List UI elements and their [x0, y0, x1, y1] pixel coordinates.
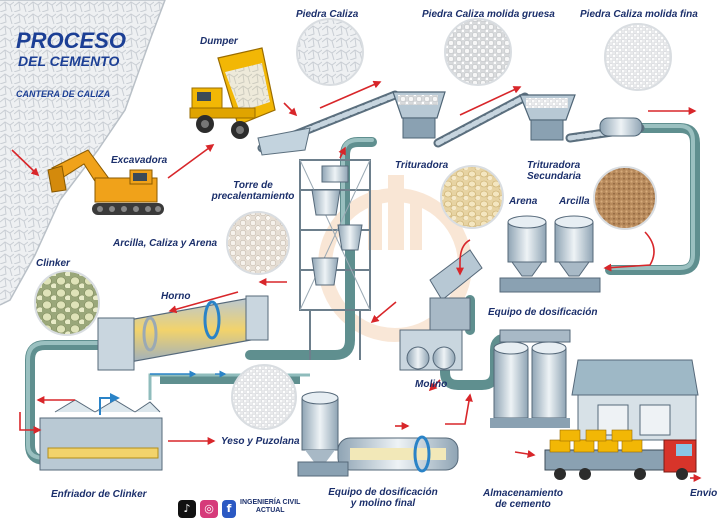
clinker-inset: [34, 270, 100, 336]
tower-label: Torre de precalentamiento: [208, 180, 298, 202]
instagram-icon[interactable]: ◎: [200, 500, 218, 518]
preheater-tower: [299, 159, 371, 360]
gypsum-inset: [231, 364, 297, 430]
clay-inset: [593, 166, 657, 230]
clinker-cooler: [39, 393, 163, 471]
warehouse: [571, 359, 699, 441]
dosing-silos: [499, 215, 601, 293]
facebook-icon[interactable]: f: [222, 500, 236, 518]
storage-line2: de cemento: [495, 499, 551, 510]
flow-arrows: [11, 80, 702, 482]
clinker-label: Clinker: [36, 258, 70, 269]
storage-label: Almacenamiento de cemento: [478, 488, 568, 510]
excavator-label: Excavadora: [111, 155, 168, 166]
final-mill-line1: Equipo de dosificación: [328, 487, 438, 498]
final-mill-line2: y molino final: [350, 498, 416, 509]
raw-mill: [399, 249, 483, 371]
tower-label-line2: precalentamiento: [211, 191, 295, 202]
coarse-stone-inset: [444, 18, 512, 86]
diagram-title-line1: PROCESO: [16, 28, 127, 53]
brand-name: INGENIERÍA CIVIL ACTUAL: [240, 499, 300, 515]
kiln-label: Horno: [161, 291, 191, 302]
crusher-primary: [392, 91, 446, 139]
shipping-label: Envio: [690, 488, 718, 499]
coarse-stone-label: Piedra Caliza molida gruesa: [422, 9, 555, 20]
brand-line2: ACTUAL: [255, 507, 285, 514]
excavator: [47, 149, 164, 215]
diagram-title-line2: DEL CEMENTO: [18, 53, 120, 69]
mill-label: Molino: [415, 379, 448, 390]
fine-stone-label: Piedra Caliza molida fina: [580, 9, 698, 20]
storage-line1: Almacenamiento: [482, 488, 564, 499]
dosing-label: Equipo de dosificación: [488, 307, 598, 318]
fine-stone-bin: [599, 117, 643, 137]
delivery-truck: [544, 429, 697, 480]
raw-mix-inset: [226, 211, 290, 275]
clay-label: Arcilla: [559, 196, 590, 207]
secondary-crusher-line1: Trituradora: [527, 160, 581, 171]
limestone-inset: [296, 18, 364, 86]
rotary-kiln: [97, 295, 269, 371]
crusher-label: Trituradora: [395, 160, 449, 171]
raw-mix-label: Arcilla, Caliza y Arena: [113, 238, 218, 249]
sand-inset: [440, 165, 504, 229]
quarry-label: CANTERA DE CALIZA: [16, 89, 111, 99]
brand-line1: INGENIERÍA CIVIL: [240, 499, 301, 506]
final-mill: [297, 391, 459, 477]
conveyors: [257, 90, 645, 156]
secondary-crusher-line2: Secundaria: [527, 171, 581, 182]
secondary-crusher-label: Trituradora Secundaria: [527, 160, 581, 182]
limestone-label: Piedra Caliza: [296, 9, 359, 20]
tiktok-icon[interactable]: ♪: [178, 500, 196, 518]
fine-stone-inset: [604, 23, 672, 91]
cement-storage: [490, 329, 571, 428]
crusher-secondary: [519, 94, 576, 141]
dumper-label: Dumper: [200, 36, 238, 47]
dumper-truck: [189, 47, 276, 139]
sand-label: Arena: [509, 196, 538, 207]
gypsum-label: Yeso y Puzolana: [221, 436, 300, 447]
cooler-label: Enfriador de Clinker: [51, 489, 147, 500]
final-mill-label: Equipo de dosificación y molino final: [318, 487, 448, 509]
tower-label-line1: Torre de: [233, 180, 273, 191]
